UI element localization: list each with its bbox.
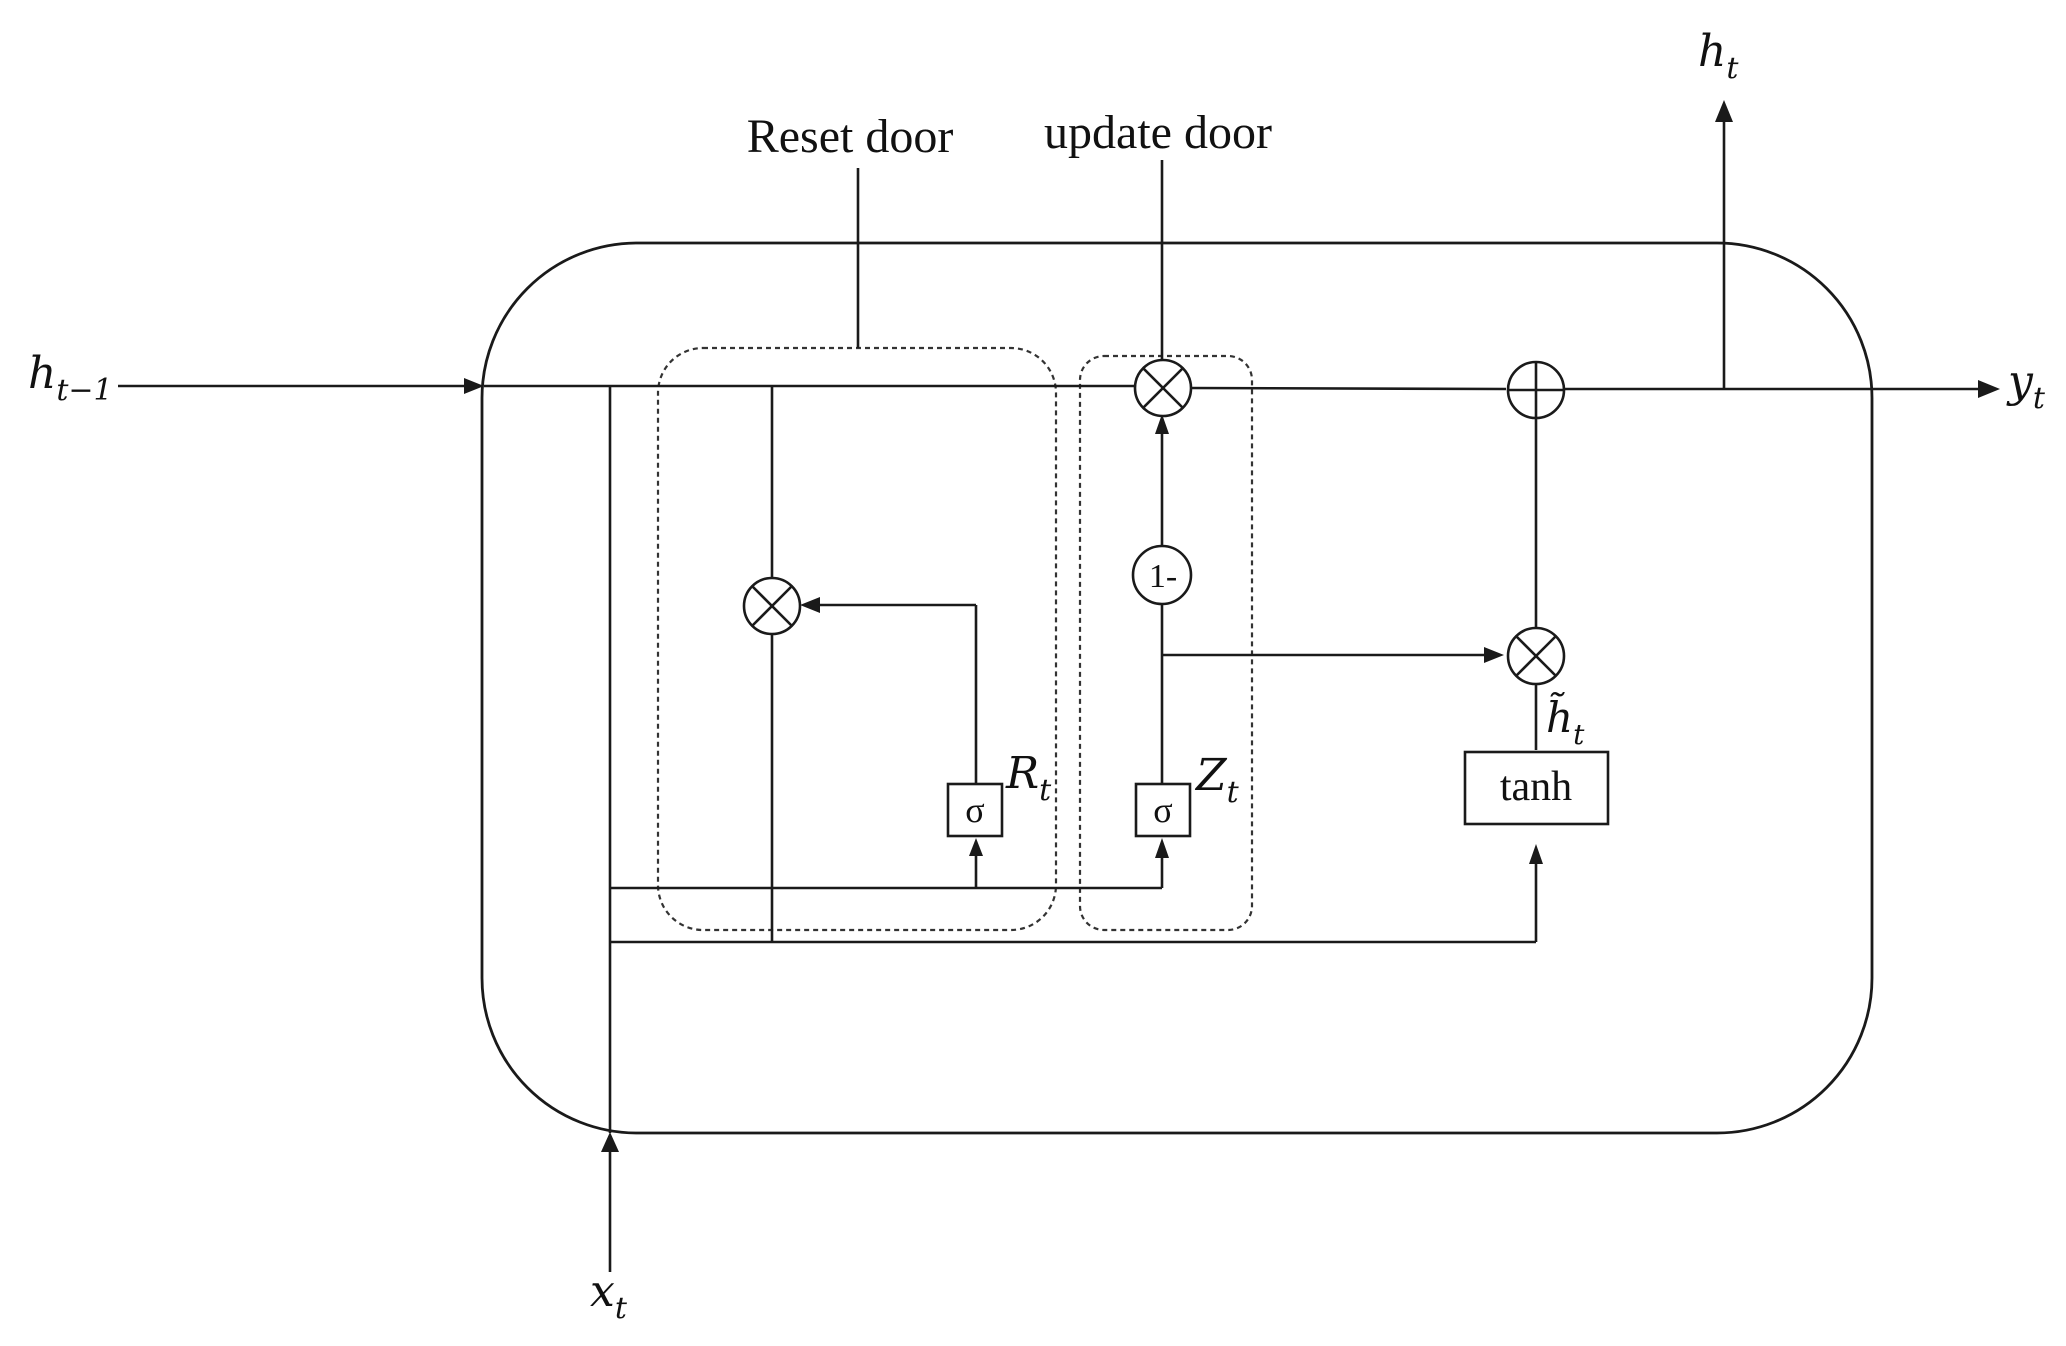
one-minus-node: 1- bbox=[1131, 544, 1193, 606]
state-line-b bbox=[1187, 386, 1507, 391]
update-gate-region bbox=[1078, 354, 1254, 932]
one-minus-label: 1- bbox=[1149, 558, 1177, 595]
reset-multiply-op bbox=[742, 576, 802, 636]
output-y-label: yt bbox=[2006, 356, 2046, 416]
update-to-candidate-arrowhead bbox=[1484, 647, 1504, 663]
tanh-label: tanh bbox=[1500, 764, 1572, 810]
reset-gate-region bbox=[656, 346, 1058, 932]
prev-state-label: ht−1 bbox=[28, 348, 113, 408]
candidate-ht-label: h̃t bbox=[1546, 691, 1585, 751]
reset-sigma-arrowhead bbox=[969, 838, 983, 856]
output-y-arrowhead bbox=[1978, 380, 2000, 398]
input-arrowhead bbox=[601, 1132, 619, 1152]
prev-state-arrowhead bbox=[464, 378, 484, 394]
reset-sigma-label: σ bbox=[965, 790, 984, 830]
reset-rt-label: Rt bbox=[1005, 748, 1052, 808]
sum-op bbox=[1506, 360, 1566, 420]
reset-signal-arrowhead bbox=[800, 597, 820, 613]
update-door-label: update door bbox=[1044, 106, 1272, 159]
tanh-input-arrowhead bbox=[1529, 844, 1543, 864]
update-sigma-box: σ bbox=[1134, 782, 1192, 838]
reset-door-label: Reset door bbox=[747, 110, 954, 163]
reset-sigma-box: σ bbox=[946, 782, 1004, 838]
update-zt-label: Zt bbox=[1194, 750, 1240, 810]
output-h-arrowhead bbox=[1715, 100, 1733, 122]
update-multiply-op bbox=[1133, 358, 1193, 418]
update-sigma-arrowhead bbox=[1155, 838, 1169, 858]
output-h-label: ht bbox=[1698, 26, 1739, 86]
one-minus-arrowhead bbox=[1155, 414, 1169, 434]
gru-cell-boundary bbox=[480, 241, 1874, 1135]
input-x-label: xt bbox=[590, 1266, 628, 1326]
update-sigma-label: σ bbox=[1153, 790, 1172, 830]
candidate-multiply-op bbox=[1506, 626, 1566, 686]
tanh-box: tanh bbox=[1463, 750, 1610, 826]
